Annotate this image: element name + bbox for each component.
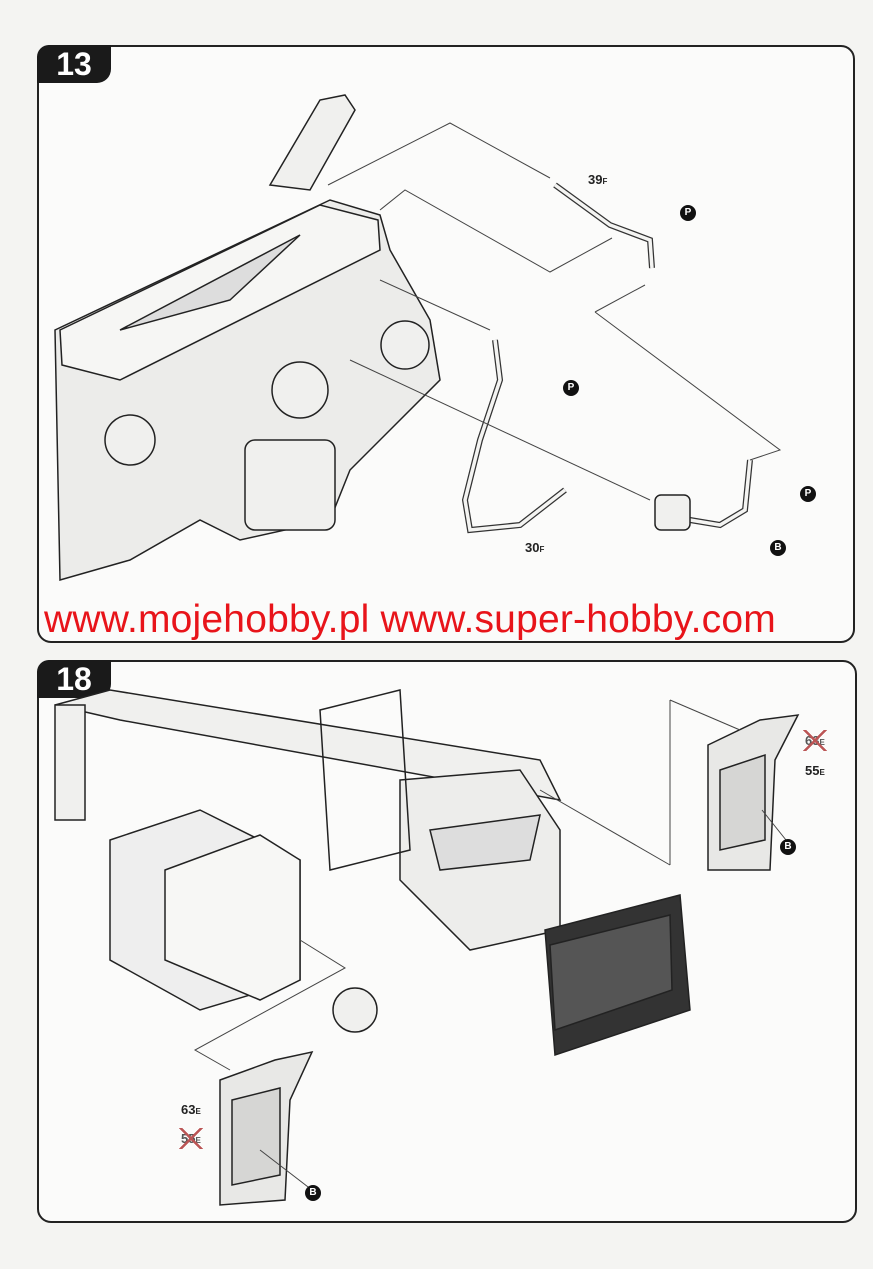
paint-marker-b: B (305, 1185, 321, 1201)
chassis-drawing (54, 689, 691, 1057)
paint-marker-p: P (800, 486, 816, 502)
part-label-63-crossed: 63E (802, 730, 828, 751)
part-label-55-crossed: 55E (178, 1128, 204, 1149)
paint-marker-p: P (680, 205, 696, 221)
step-number-badge: 13 (37, 45, 111, 83)
engine-drawing (54, 94, 441, 581)
paint-marker-b: B (770, 540, 786, 556)
part-label-30: 30F (525, 540, 545, 555)
valve-part (654, 494, 691, 531)
guide-lines (193, 699, 791, 1191)
part-label-39: 39F (588, 172, 608, 187)
part-label-55: 55E (805, 763, 825, 778)
mudguard-parts (219, 714, 800, 1206)
part-label-63: 63E (181, 1102, 201, 1117)
step-number-badge: 18 (37, 660, 111, 698)
hose-parts-inner (463, 183, 752, 532)
watermark-text: www.mojehobby.pl www.super-hobby.com (44, 598, 776, 641)
hose-parts (461, 182, 753, 534)
paint-marker-p: P (563, 380, 579, 396)
guide-lines (327, 122, 782, 501)
paint-marker-b: B (780, 839, 796, 855)
